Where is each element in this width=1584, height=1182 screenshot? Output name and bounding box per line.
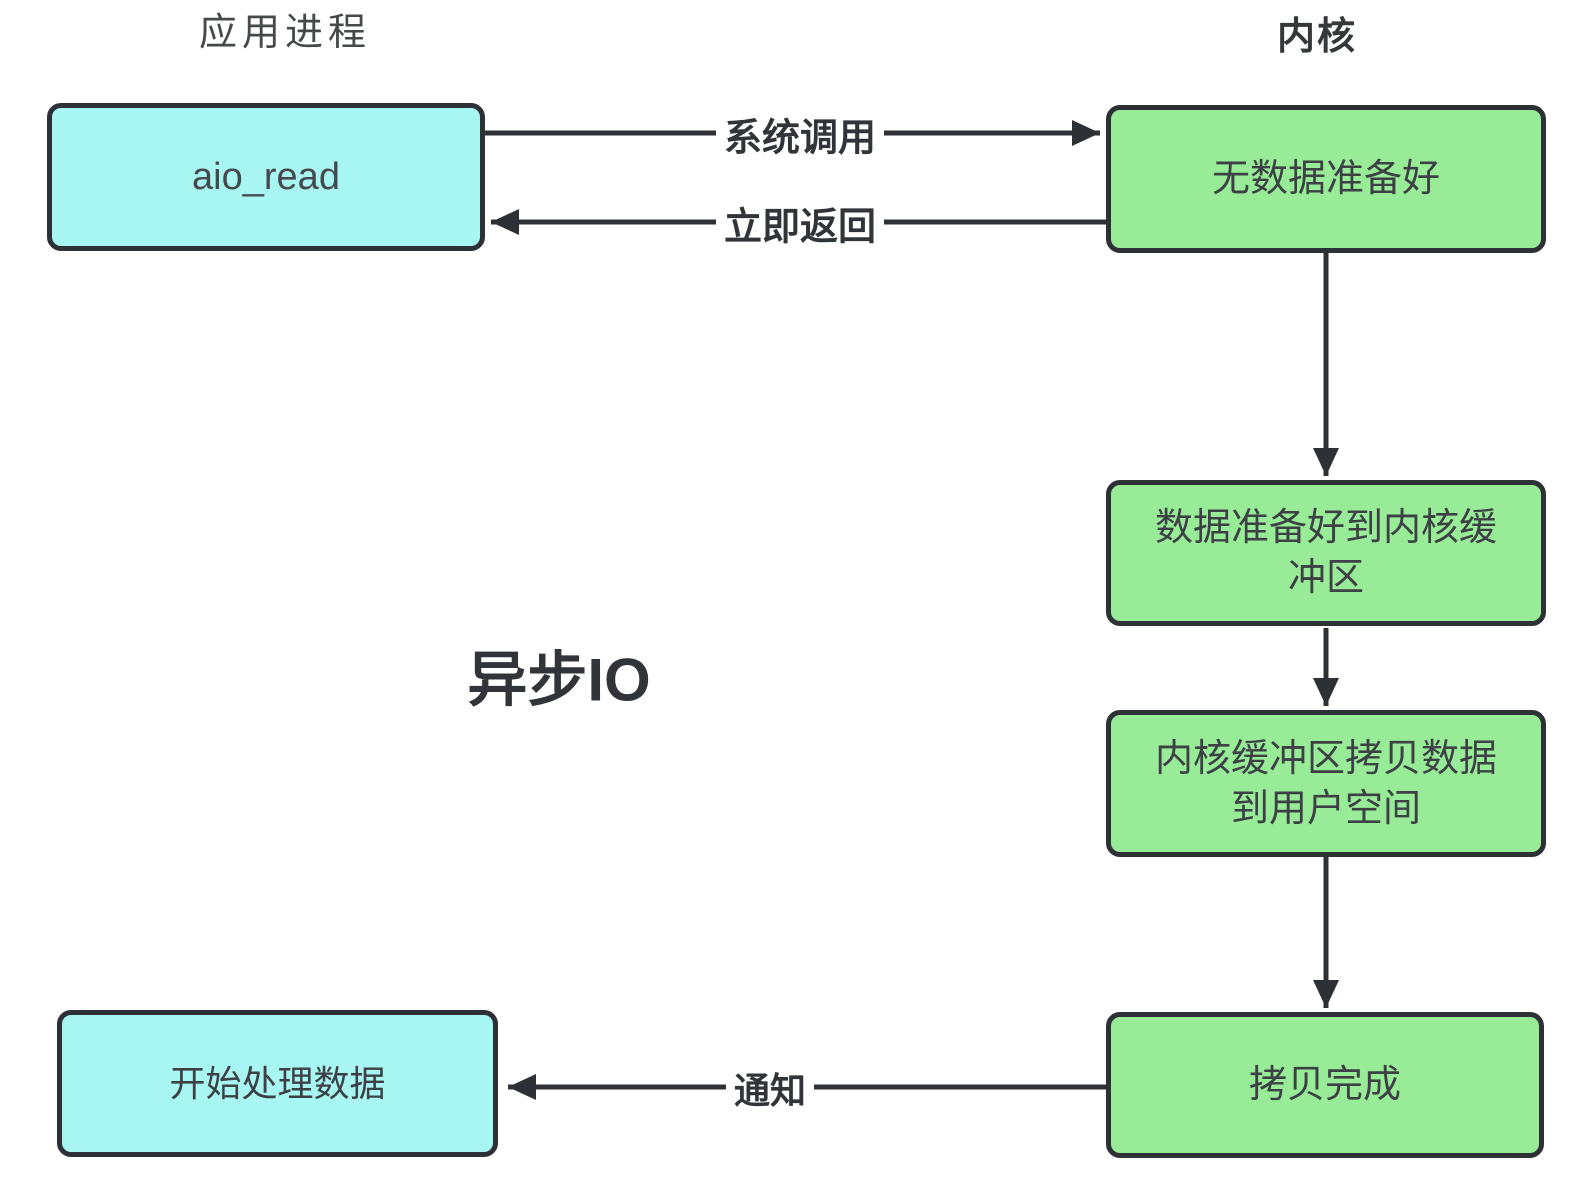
column-header-application-process: 应用进程 xyxy=(198,12,372,54)
edge-label-notify: 通知 xyxy=(725,1062,815,1114)
node-kernel-buffer-copy-to-user-space: 内核缓冲区拷贝数据到用户空间 xyxy=(1106,710,1546,857)
edge-label-immediate-return: 立即返回 xyxy=(715,195,885,251)
node-aio-read: aio_read xyxy=(47,103,485,251)
column-header-kernel: 内核 xyxy=(1276,16,1358,58)
node-copy-complete: 拷贝完成 xyxy=(1106,1012,1544,1158)
node-start-processing-data: 开始处理数据 xyxy=(57,1010,498,1157)
node-data-ready-to-kernel-buffer: 数据准备好到内核缓冲区 xyxy=(1106,480,1546,626)
diagram-title: 异步IO xyxy=(467,646,651,714)
edge-label-system-call: 系统调用 xyxy=(715,106,885,162)
node-no-data-ready: 无数据准备好 xyxy=(1106,105,1546,253)
